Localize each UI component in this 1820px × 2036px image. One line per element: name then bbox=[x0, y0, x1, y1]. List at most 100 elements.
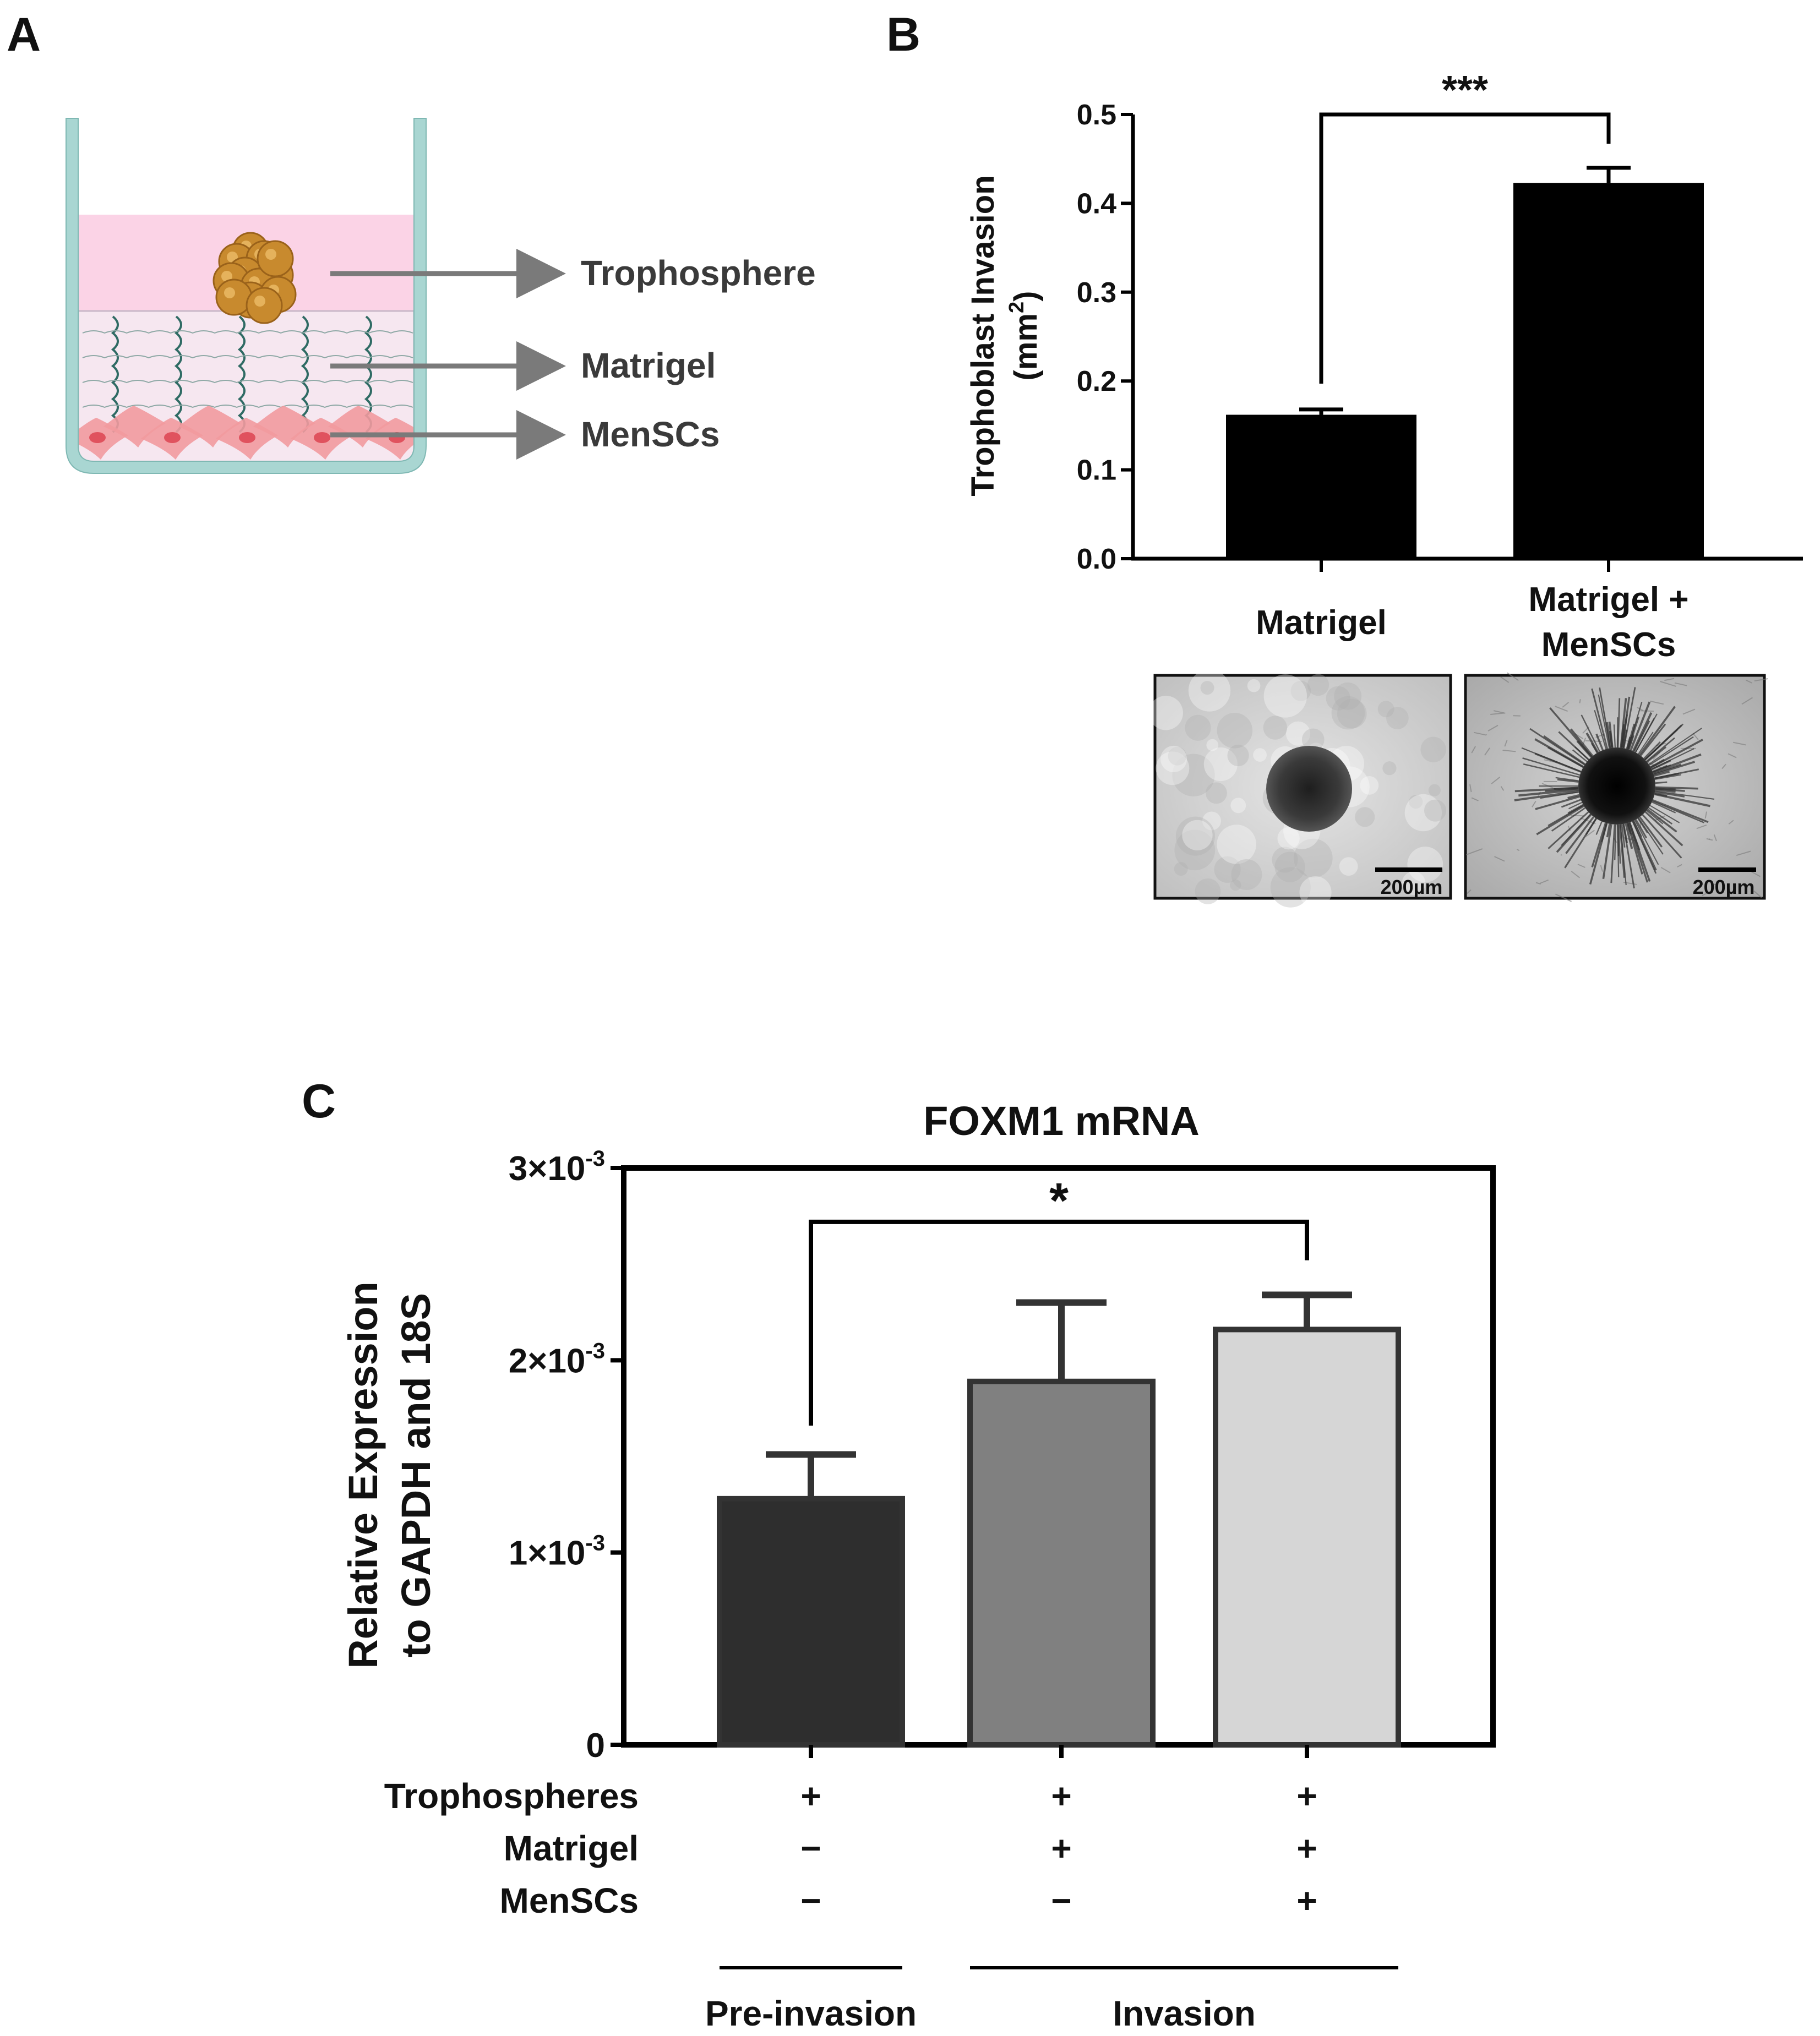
chart-c-y-tick-label: 0 bbox=[586, 1727, 605, 1765]
invasion-sprout bbox=[1590, 743, 1598, 754]
invasion-sprout bbox=[1655, 781, 1668, 784]
label-trophosphere: Trophosphere bbox=[581, 253, 816, 293]
trophoblast-cell-highlight bbox=[254, 296, 265, 307]
invasion-sprout bbox=[1523, 763, 1580, 778]
trophoblast-cell bbox=[257, 240, 294, 277]
invasion-sprout bbox=[1654, 791, 1685, 798]
condition-mark: − bbox=[800, 1828, 821, 1868]
gel-speckle bbox=[1355, 807, 1375, 827]
gel-speckle bbox=[1148, 696, 1183, 730]
fibroblast-streak bbox=[1469, 784, 1472, 793]
invasion-sprout bbox=[1646, 810, 1664, 825]
invasion-sprout bbox=[1557, 778, 1579, 783]
gel-speckle bbox=[1420, 736, 1446, 762]
chart-c-y-tick-label: 2×10-3 bbox=[509, 1339, 605, 1380]
fibroblast-streak bbox=[1532, 801, 1536, 807]
gel-speckle bbox=[1217, 713, 1253, 749]
mensc-cell bbox=[328, 406, 390, 447]
fibroblast-streak bbox=[1677, 864, 1682, 867]
fibroblast-streak bbox=[1713, 834, 1717, 842]
mensc-cell bbox=[103, 406, 166, 447]
gel-speckle bbox=[1263, 716, 1288, 740]
fibroblast-streak bbox=[1660, 866, 1671, 874]
fibroblast-streak bbox=[1535, 882, 1541, 885]
invasion-sprout bbox=[1653, 761, 1696, 776]
gel-speckle bbox=[1404, 794, 1442, 832]
invasion-sprout bbox=[1638, 706, 1676, 756]
invasion-sprouts bbox=[1514, 687, 1715, 889]
scale-bar-label: 200µm bbox=[1693, 876, 1755, 898]
gel-speckle bbox=[1172, 754, 1215, 796]
gel-speckle bbox=[1294, 838, 1333, 878]
invasion-sprout bbox=[1630, 701, 1651, 751]
chart-b-y-tick-label: 0.3 bbox=[1077, 277, 1116, 309]
invasion-sprout bbox=[1639, 816, 1663, 848]
matrigel-fiber bbox=[174, 315, 182, 433]
condition-mark: + bbox=[800, 1776, 821, 1816]
fibroblast-streak bbox=[1702, 891, 1712, 896]
invasion-sprout bbox=[1595, 733, 1604, 751]
scale-bar-label: 200µm bbox=[1381, 876, 1443, 898]
invasion-sprout bbox=[1643, 741, 1661, 760]
group-label: Pre-invasion bbox=[705, 1994, 917, 2033]
invasion-sprout bbox=[1622, 729, 1628, 749]
chart-b-x-tick-label: Matrigel bbox=[1256, 604, 1387, 642]
label-matrigel: Matrigel bbox=[581, 346, 716, 385]
matrigel-fiber bbox=[82, 380, 413, 384]
invasion-sprout bbox=[1654, 792, 1668, 797]
chart-c-y-tick-label: 3×10-3 bbox=[509, 1147, 605, 1188]
fibroblast-streak bbox=[1507, 672, 1519, 681]
well-schematic bbox=[66, 118, 428, 474]
matrigel-fibers bbox=[82, 315, 413, 433]
gel-speckle bbox=[1409, 795, 1423, 809]
invasion-sprout bbox=[1645, 737, 1675, 762]
invasion-sprout bbox=[1653, 763, 1682, 775]
condition-mark: − bbox=[800, 1881, 821, 1920]
invasion-sprout bbox=[1543, 735, 1586, 765]
chart-b-significance-bracket bbox=[1319, 112, 1611, 384]
invasion-sprout bbox=[1652, 801, 1676, 814]
invasion-sprout bbox=[1591, 688, 1609, 749]
gel-speckle bbox=[1188, 669, 1231, 712]
fibroblast-streak bbox=[1494, 856, 1505, 862]
invasion-bar-chart: Trophoblast Invasion (mm2) 0.00.10.20.30… bbox=[965, 68, 1803, 664]
invasion-sprout bbox=[1599, 687, 1611, 749]
gel-speckle bbox=[1185, 714, 1211, 741]
invasion-sprout bbox=[1621, 824, 1626, 848]
mensc-cells bbox=[66, 406, 428, 460]
invasion-sprout bbox=[1638, 817, 1664, 855]
gel-speckle bbox=[1156, 751, 1190, 785]
invasion-sprout bbox=[1649, 736, 1694, 766]
gel-speckle bbox=[1274, 851, 1305, 882]
gel-speckle bbox=[1301, 728, 1325, 751]
matrigel-fiber bbox=[82, 355, 413, 359]
gel-speckle bbox=[1227, 744, 1249, 767]
panel-letter-a: A bbox=[7, 8, 41, 61]
invasion-sprout bbox=[1637, 817, 1648, 833]
invasion-sprout bbox=[1627, 822, 1649, 883]
invasion-sprout bbox=[1561, 799, 1582, 808]
invasion-sprout bbox=[1534, 738, 1584, 768]
gel-speckle bbox=[1168, 746, 1187, 766]
gel-speckle bbox=[1247, 679, 1261, 692]
mensc-nucleus bbox=[239, 432, 255, 443]
gel-speckle bbox=[1174, 829, 1216, 871]
gel-speckle bbox=[1160, 745, 1187, 772]
chart-b-ylabel-line2: (mm2) bbox=[1005, 291, 1044, 381]
invasion-sprout bbox=[1591, 822, 1607, 868]
invasion-sprout bbox=[1634, 718, 1655, 753]
panel-letter-b: B bbox=[886, 8, 920, 61]
chart-c-y-tick-label: 1×10-3 bbox=[509, 1531, 605, 1573]
invasion-sprout bbox=[1652, 764, 1671, 773]
fibroblast-streak bbox=[1753, 890, 1762, 898]
invasion-sprout bbox=[1617, 698, 1621, 748]
gel-speckle bbox=[1334, 682, 1362, 710]
spheroid-image bbox=[1266, 746, 1352, 832]
invasion-sprout bbox=[1602, 824, 1612, 880]
invasion-sprout bbox=[1614, 824, 1617, 860]
invasion-sprout bbox=[1625, 823, 1633, 849]
invasion-sprout bbox=[1648, 807, 1673, 825]
matrigel-fiber bbox=[82, 330, 413, 334]
gel-speckle bbox=[1326, 686, 1350, 711]
